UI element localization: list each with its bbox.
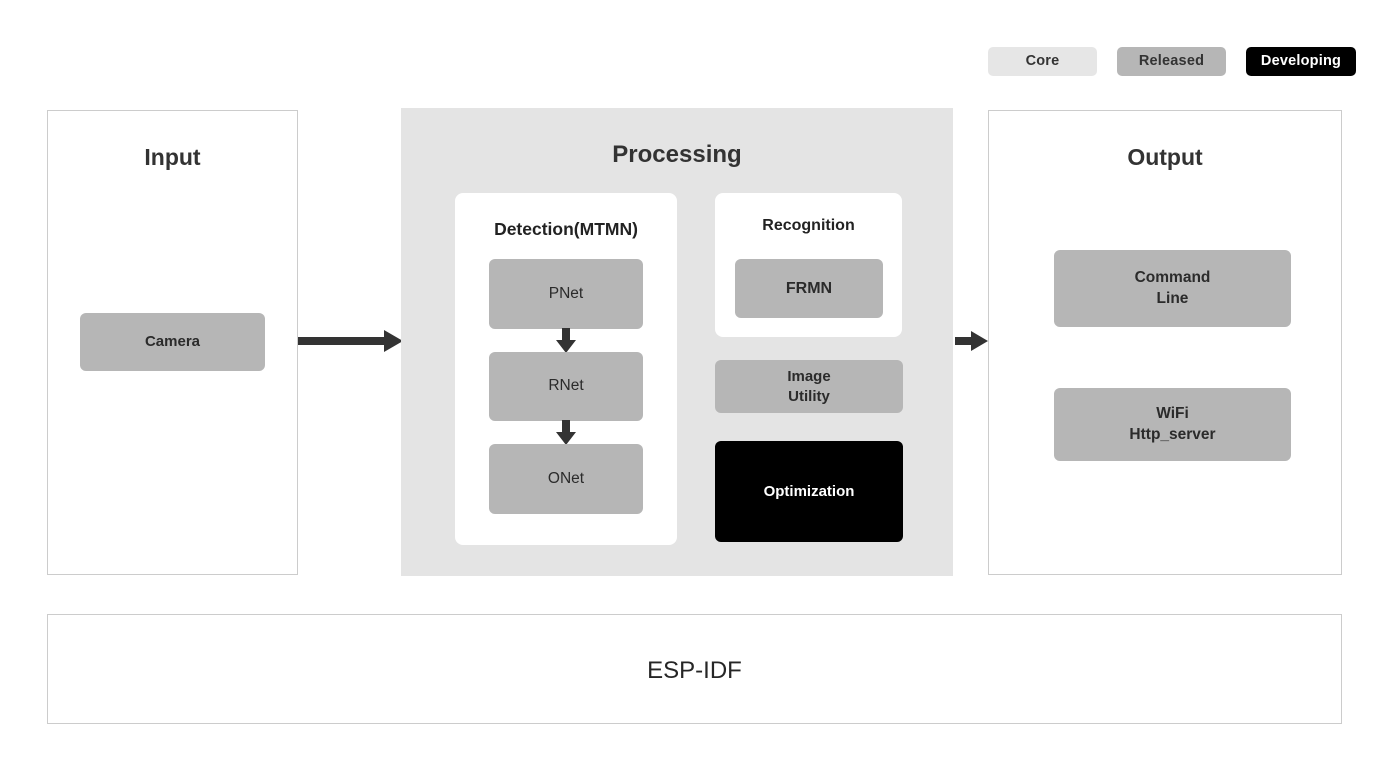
block-pnet[interactable]: PNet (489, 259, 643, 329)
panel-output-title: Output (1127, 144, 1203, 170)
block-optimization[interactable]: Optimization (715, 441, 903, 542)
block-image-utility-label: Image Utility (787, 367, 831, 405)
block-command-line[interactable]: Command Line (1054, 250, 1291, 327)
card-detection-title: Detection(MTMN) (494, 219, 638, 239)
block-wifi-http-server-label: WiFi Http_server (1129, 405, 1216, 443)
arrow-pnet-to-rnet (556, 328, 576, 353)
panel-esp-idf: ESP-IDF (47, 614, 1342, 724)
block-rnet-label: RNet (548, 377, 584, 395)
legend-chip-developing[interactable]: Developing (1246, 47, 1356, 76)
arrow-processing-to-output (955, 331, 988, 351)
block-frmn[interactable]: FRMN (735, 259, 883, 318)
block-onet[interactable]: ONet (489, 444, 643, 514)
block-camera-label: Camera (144, 333, 201, 351)
panel-output: Output (988, 110, 1342, 575)
card-recognition-title: Recognition (762, 217, 855, 234)
legend-chip-released[interactable]: Released (1117, 47, 1226, 76)
block-pnet-label: PNet (548, 284, 584, 302)
block-onet-label: ONet (547, 469, 585, 487)
block-command-line-label: Command Line (1134, 269, 1211, 307)
block-frmn-label: FRMN (785, 279, 833, 297)
legend-chip-core[interactable]: Core (988, 47, 1097, 76)
block-camera[interactable]: Camera (80, 313, 265, 371)
panel-input-title: Input (144, 144, 201, 170)
legend: Core Released Developing (988, 47, 1356, 76)
block-rnet[interactable]: RNet (489, 352, 643, 421)
arrow-input-to-processing (298, 330, 403, 352)
panel-esp-idf-title: ESP-IDF (647, 657, 742, 684)
block-optimization-label: Optimization (763, 482, 855, 500)
panel-processing-title: Processing (612, 141, 742, 168)
arrow-rnet-to-onet (556, 420, 576, 445)
block-wifi-http-server[interactable]: WiFi Http_server (1054, 388, 1291, 461)
block-image-utility[interactable]: Image Utility (715, 360, 903, 413)
